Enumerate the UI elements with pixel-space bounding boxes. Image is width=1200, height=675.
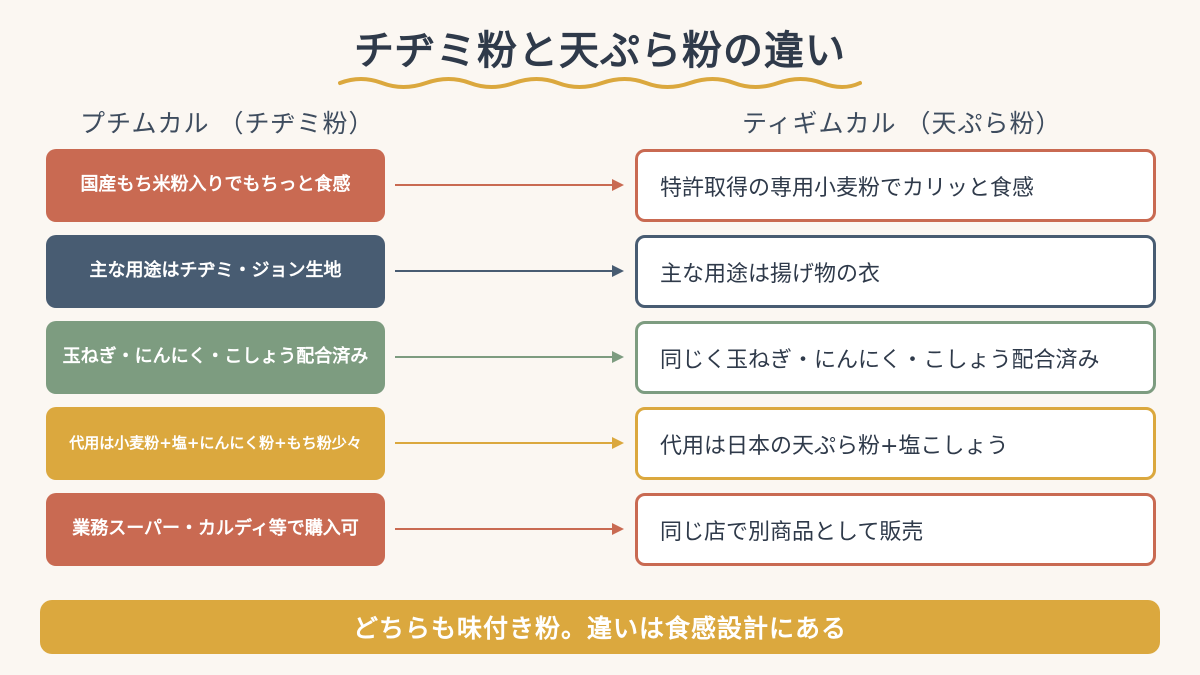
connector-arrow-4	[395, 437, 624, 449]
right-box-5: 同じ店で別商品として販売	[635, 493, 1156, 566]
left-column-header: プチムカル （チヂミ粉）	[80, 109, 375, 138]
left-box-label: 代用は小麦粉+塩+にんにく粉+もち粉少々	[69, 434, 362, 453]
right-box-label: 同じ店で別商品として販売	[660, 519, 924, 545]
right-column-header: ティギムカル （天ぷら粉）	[742, 109, 1062, 138]
page-title: チヂミ粉と天ぷら粉の違い	[354, 28, 846, 74]
right-box-4: 代用は日本の天ぷら粉+塩こしょう	[635, 407, 1156, 480]
connector-arrow-5	[395, 523, 624, 535]
right-box-label: 主な用途は揚げ物の衣	[660, 261, 881, 287]
left-box-5: 業務スーパー・カルディ等で購入可	[46, 493, 385, 566]
left-box-label: 業務スーパー・カルディ等で購入可	[72, 518, 359, 540]
right-box-label: 特許取得の専用小麦粉でカリッと食感	[660, 175, 1035, 201]
right-box-label: 代用は日本の天ぷら粉+塩こしょう	[660, 433, 1009, 459]
title-underline	[338, 77, 862, 89]
left-box-label: 国産もち米粉入りでもちっと食感	[80, 174, 351, 196]
right-box-3: 同じく玉ねぎ・にんにく・こしょう配合済み	[635, 321, 1156, 394]
left-box-label: 主な用途はチヂミ・ジョン生地	[89, 260, 342, 282]
right-box-2: 主な用途は揚げ物の衣	[635, 235, 1156, 308]
left-box-4: 代用は小麦粉+塩+にんにく粉+もち粉少々	[46, 407, 385, 480]
left-box-3: 玉ねぎ・にんにく・こしょう配合済み	[46, 321, 385, 394]
connector-arrow-1	[395, 179, 624, 191]
right-box-label: 同じく玉ねぎ・にんにく・こしょう配合済み	[660, 347, 1100, 373]
connector-arrow-3	[395, 351, 624, 363]
connector-arrow-2	[395, 265, 624, 277]
left-box-1: 国産もち米粉入りでもちっと食感	[46, 149, 385, 222]
right-box-1: 特許取得の専用小麦粉でカリッと食感	[635, 149, 1156, 222]
left-box-label: 玉ねぎ・にんにく・こしょう配合済み	[62, 346, 369, 368]
left-box-2: 主な用途はチヂミ・ジョン生地	[46, 235, 385, 308]
summary-banner: どちらも味付き粉。違いは食感設計にある	[40, 600, 1160, 654]
